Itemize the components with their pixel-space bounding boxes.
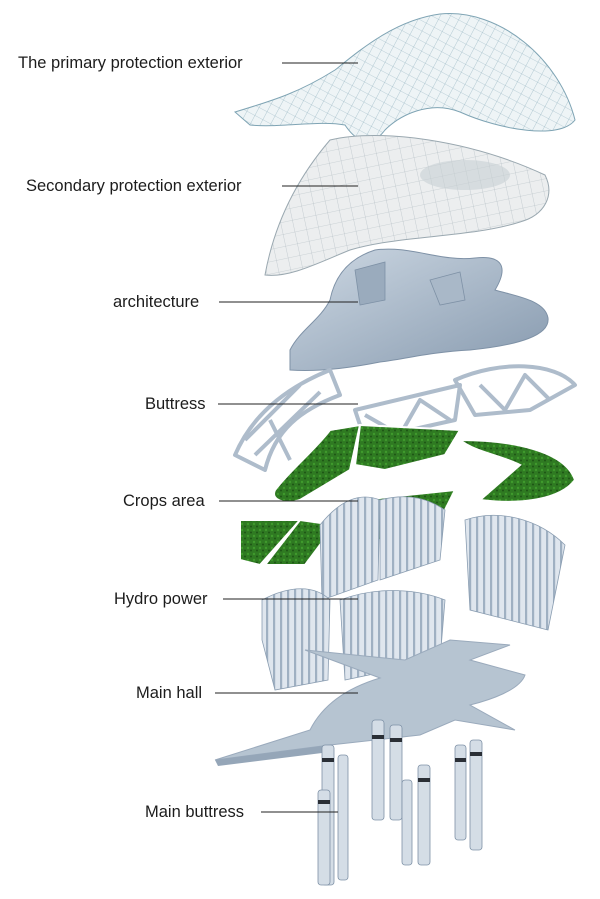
main-buttress-shape — [317, 719, 483, 886]
primary-protection-exterior-shape — [233, 13, 576, 142]
label-crops-area: Crops area — [123, 492, 205, 510]
label-main-buttress: Main buttress — [145, 803, 245, 821]
label-hydro-power: Hydro power — [114, 590, 208, 608]
secondary-protection-exterior-shape — [264, 135, 550, 276]
label-main-hall: Main hall — [136, 684, 203, 702]
label-buttress: Buttress — [145, 395, 206, 413]
label-secondary-protection-exterior: Secondary protection exterior — [26, 177, 242, 195]
architecture-shape — [289, 248, 549, 372]
label-primary-protection-exterior: The primary protection exterior — [18, 54, 243, 72]
hydro-power-shape — [261, 496, 566, 691]
leader-lines — [215, 62, 358, 813]
label-architecture: architecture — [113, 293, 200, 311]
main-hall-shape — [214, 639, 526, 766]
